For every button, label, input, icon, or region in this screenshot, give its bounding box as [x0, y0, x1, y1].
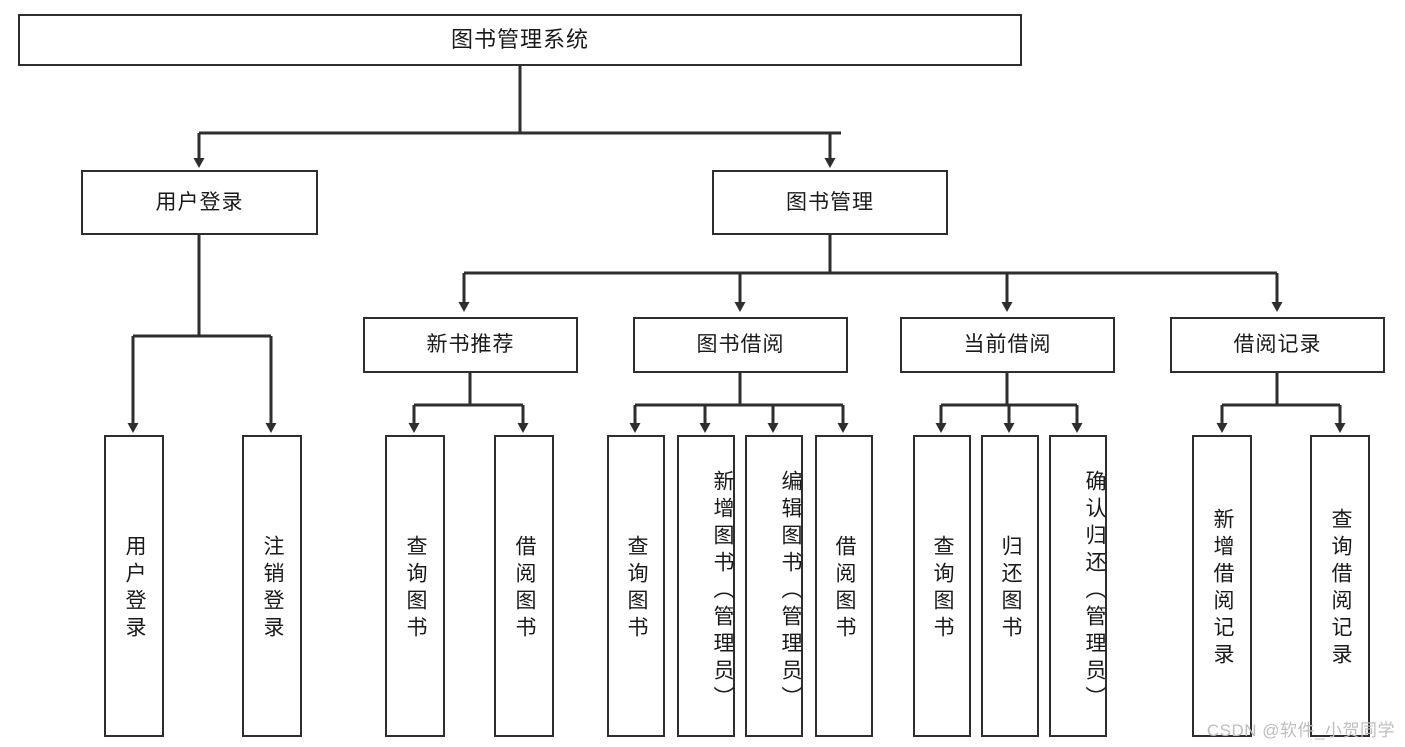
- node-new-book-recommend[interactable]: 新书推荐: [363, 317, 578, 373]
- node-label: 借阅记录: [1233, 333, 1322, 357]
- node-label: 用户登录: [123, 535, 147, 643]
- node-label: 用户登录: [155, 190, 244, 214]
- node-label: 新书推荐: [426, 333, 515, 357]
- leaf-add-record[interactable]: 新增借阅记录: [1192, 435, 1252, 737]
- node-label: 当前借阅: [963, 333, 1052, 357]
- leaf-query-book-2[interactable]: 查询图书: [607, 435, 665, 737]
- node-label: 借阅图书: [513, 535, 537, 643]
- node-label: 查询图书: [931, 535, 955, 643]
- leaf-confirm-return[interactable]: 确认归还（管理员）: [1049, 435, 1107, 737]
- leaf-add-book[interactable]: 新增图书（管理员）: [677, 435, 735, 737]
- node-root-system[interactable]: 图书管理系统: [18, 14, 1022, 66]
- node-user-login[interactable]: 用户登录: [81, 170, 318, 235]
- node-borrow-record[interactable]: 借阅记录: [1170, 317, 1385, 373]
- node-label: 查询图书: [404, 535, 428, 643]
- node-label: 图书管理系统: [450, 26, 589, 52]
- node-label: 图书借阅: [696, 333, 785, 357]
- leaf-borrow-book-2[interactable]: 借阅图书: [815, 435, 873, 737]
- watermark: CSDN @软件_小贺同学: [1206, 721, 1395, 740]
- node-label: 查询图书: [625, 535, 649, 643]
- node-label: 归还图书: [999, 535, 1023, 643]
- node-label: 编辑图书（管理员）: [779, 469, 802, 713]
- node-label: 新增借阅记录: [1211, 508, 1235, 670]
- leaf-query-book-3[interactable]: 查询图书: [913, 435, 971, 737]
- node-label: 查询借阅记录: [1329, 508, 1353, 670]
- node-current-borrow[interactable]: 当前借阅: [900, 317, 1115, 373]
- leaf-user-logout[interactable]: 注销登录: [242, 435, 302, 737]
- leaf-edit-book[interactable]: 编辑图书（管理员）: [745, 435, 803, 737]
- node-label: 注销登录: [261, 535, 285, 643]
- node-label: 确认归还（管理员）: [1083, 469, 1106, 713]
- leaf-user-login[interactable]: 用户登录: [104, 435, 164, 737]
- leaf-query-record[interactable]: 查询借阅记录: [1310, 435, 1370, 737]
- leaf-borrow-book-1[interactable]: 借阅图书: [494, 435, 554, 737]
- node-book-management[interactable]: 图书管理: [712, 170, 948, 235]
- node-book-borrow[interactable]: 图书借阅: [633, 317, 848, 373]
- leaf-return-book[interactable]: 归还图书: [981, 435, 1039, 737]
- node-label: 图书管理: [786, 190, 874, 214]
- node-label: 借阅图书: [833, 535, 857, 643]
- leaf-query-book-1[interactable]: 查询图书: [385, 435, 445, 737]
- node-label: 新增图书（管理员）: [711, 469, 734, 713]
